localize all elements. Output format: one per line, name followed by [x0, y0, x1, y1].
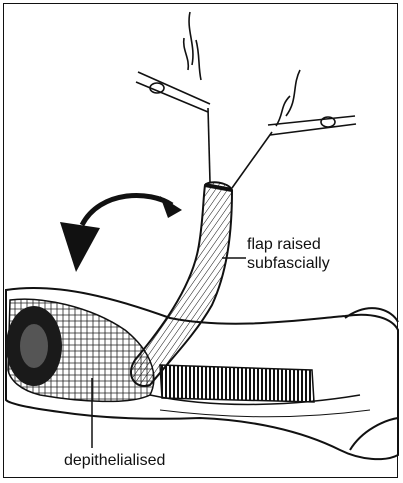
flap-label-line2: subfascially [247, 254, 330, 273]
depithelialised-label: depithelialised [64, 451, 165, 470]
donor-site [160, 365, 314, 402]
forceps-left [136, 12, 210, 182]
flap-raised-label: flap raised subfascially [247, 235, 330, 273]
forceps-right [232, 70, 356, 188]
rotation-arrow [82, 195, 172, 225]
flap-label-line1: flap raised [247, 235, 330, 254]
